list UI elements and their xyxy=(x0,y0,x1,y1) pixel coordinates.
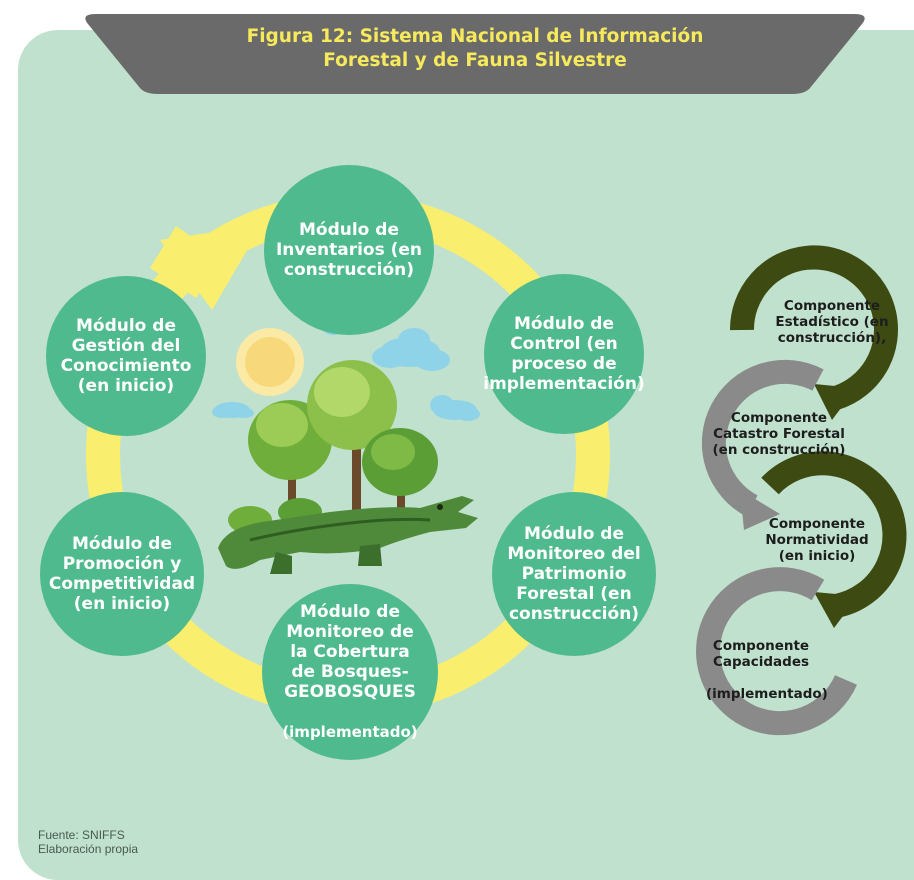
cloud-icon xyxy=(212,402,254,418)
sun-icon xyxy=(236,328,304,396)
module-inventarios-label: Módulo de Inventarios (en construcción) xyxy=(275,220,423,280)
cycle-arrow-icon xyxy=(696,567,857,736)
module-control: Módulo de Control (en proceso de impleme… xyxy=(483,274,645,434)
component-capacidades: Componente Capacidades (implementado) xyxy=(706,622,828,718)
module-patrimonio-label: Módulo de Monitoreo del Patrimonio Fores… xyxy=(507,524,641,624)
tree-icon xyxy=(362,428,438,520)
component-catastro: Componente Catastro Forestal (en constru… xyxy=(712,410,846,458)
crocodile-icon xyxy=(218,496,478,574)
figure-title-line2: Forestal y de Fauna Silvestre xyxy=(323,50,627,71)
ring-arrow-icon xyxy=(150,225,262,310)
module-cobertura-status: (implementado) xyxy=(282,723,418,741)
module-control-label: Módulo de Control (en proceso de impleme… xyxy=(483,314,645,394)
module-promocion-label: Módulo de Promoción y Competitividad (en… xyxy=(48,534,196,614)
credit-text: Elaboración propia xyxy=(38,842,139,856)
cycle-arrow-icon xyxy=(701,359,824,530)
module-cobertura-label: Módulo de Monitoreo de la Cobertura de B… xyxy=(284,602,416,702)
cloud-icon xyxy=(372,328,450,371)
component-estadistico: Componente Estadístico (en construcción)… xyxy=(775,298,889,346)
component-capacidades-status: (implementado) xyxy=(706,686,828,702)
cycle-arrow-icon xyxy=(729,245,898,420)
module-gestion-label: Módulo de Gestión del Conocimiento (en i… xyxy=(60,316,192,396)
cloud-icon xyxy=(430,395,480,421)
module-inventarios: Módulo de Inventarios (en construcción) xyxy=(264,165,434,335)
figure-title-line1: Figura 12: Sistema Nacional de Informaci… xyxy=(246,26,704,47)
figure-title: Figura 12: Sistema Nacional de Informaci… xyxy=(80,25,870,73)
module-gestion: Módulo de Gestión del Conocimiento (en i… xyxy=(46,276,206,436)
tree-icon xyxy=(307,360,397,520)
banner-shape xyxy=(85,14,865,94)
module-promocion: Módulo de Promoción y Competitividad (en… xyxy=(40,492,204,656)
module-patrimonio: Módulo de Monitoreo del Patrimonio Fores… xyxy=(492,492,656,656)
module-cobertura: Módulo de Monitoreo de la Cobertura de B… xyxy=(262,584,438,760)
title-banner: Figura 12: Sistema Nacional de Informaci… xyxy=(80,14,870,94)
source-note: Fuente: SNIFFS Elaboración propia xyxy=(38,828,138,856)
component-capacidades-label: Componente Capacidades xyxy=(712,638,810,670)
background-panel xyxy=(18,30,914,880)
source-text: Fuente: SNIFFS xyxy=(38,828,125,842)
component-normatividad: Componente Normatividad (en inicio) xyxy=(765,516,869,564)
cycle-arrow-icon xyxy=(761,451,907,628)
